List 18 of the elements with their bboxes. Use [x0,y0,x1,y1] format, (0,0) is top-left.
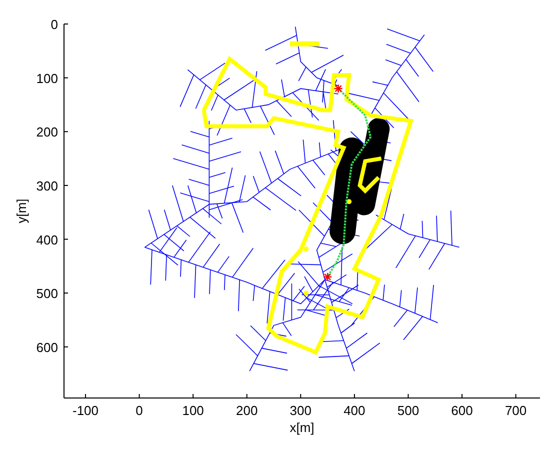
x-tick-label: 500 [397,403,420,418]
x-tick-label: -100 [72,403,99,418]
y-tick-label: 600 [36,340,58,355]
y-tick-label: 500 [36,286,58,302]
x-tick-label: 300 [290,403,312,418]
x-tick-label: 400 [344,403,366,418]
x-tick-label: 700 [504,403,527,418]
y-tick-label: 200 [36,124,58,140]
y-tick-label: 100 [36,70,58,86]
y-tick-label: 0 [50,17,58,32]
y-tick-label: 300 [36,178,58,194]
x-tick-label: 0 [136,403,143,418]
x-axis-title: x[m] [290,420,314,435]
x-tick-label: 100 [182,403,204,418]
x-tick-label: 600 [451,403,473,418]
x-tick-label: 200 [236,403,258,418]
y-tick-label: 400 [36,232,58,248]
y-axis-title: y[m] [14,198,29,224]
